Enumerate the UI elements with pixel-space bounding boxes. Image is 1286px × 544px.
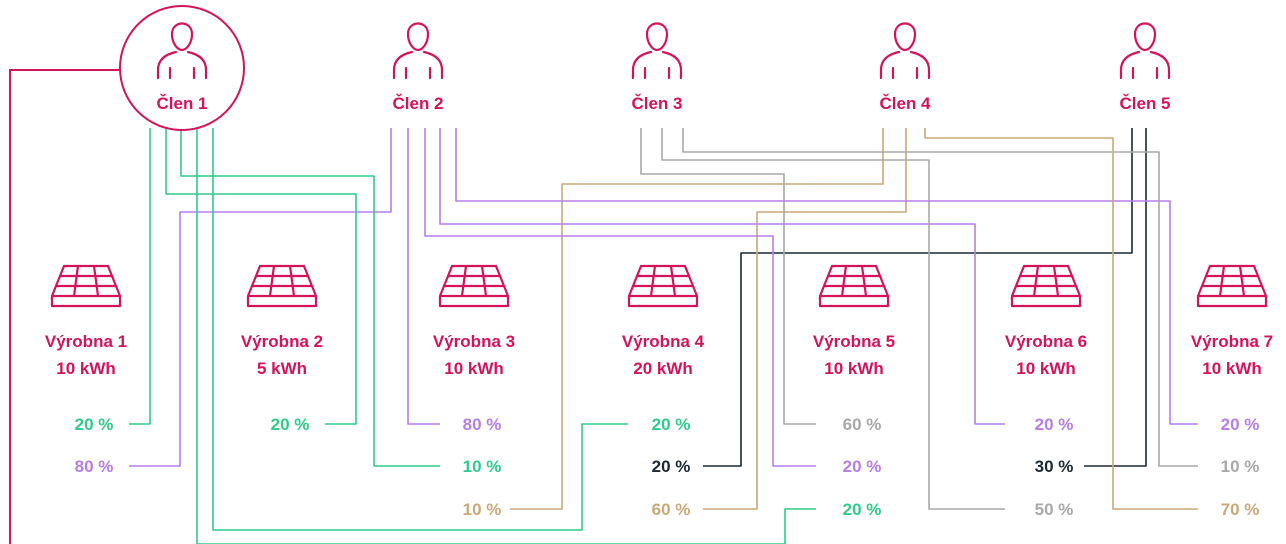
- person-icon: [631, 22, 683, 80]
- allocation-wire: [661, 128, 1005, 510]
- allocation-percent: 10 %: [1221, 457, 1260, 476]
- plant-name: Výrobna 2: [241, 332, 323, 351]
- person-icon: [879, 22, 931, 80]
- allocation-percent: 50 %: [1035, 500, 1074, 519]
- member-name: Člen 4: [879, 94, 931, 113]
- plant-capacity: 10 kWh: [444, 359, 504, 378]
- member-node: Člen 3: [631, 22, 683, 113]
- allocation-percent: 80 %: [463, 415, 502, 434]
- allocation-percent: 70 %: [1221, 500, 1260, 519]
- solar-panel-icon: [627, 264, 699, 308]
- allocation-wire: [180, 128, 440, 467]
- plant-name: Výrobna 7: [1191, 332, 1273, 351]
- member-name: Člen 5: [1119, 94, 1170, 113]
- connection-wires: [9, 69, 1198, 544]
- plant-capacity: 20 kWh: [633, 359, 693, 378]
- plant-node: Výrobna 5 10 kWh: [813, 264, 895, 378]
- allocation-wire: [212, 128, 628, 531]
- member1-wire: [9, 69, 124, 544]
- plant-node: Výrobna 1 10 kWh: [45, 264, 127, 378]
- allocation-percent: 20 %: [1221, 415, 1260, 434]
- plant-name: Výrobna 6: [1005, 332, 1087, 351]
- allocation-percent: 20 %: [1035, 415, 1074, 434]
- member-node: Člen 5: [1119, 22, 1171, 113]
- allocation-wire: [129, 128, 392, 467]
- allocation-wire: [640, 128, 816, 425]
- allocation-wire: [439, 128, 1005, 425]
- solar-panel-icon: [1010, 264, 1082, 308]
- member-name: Člen 3: [631, 94, 682, 113]
- person-icon: [156, 22, 208, 80]
- allocation-wire: [129, 128, 151, 425]
- allocation-wire: [407, 128, 440, 425]
- allocation-percent: 10 %: [463, 500, 502, 519]
- solar-panel-icon: [818, 264, 890, 308]
- solar-panel-icon: [246, 264, 318, 308]
- plant-capacity: 10 kWh: [1202, 359, 1262, 378]
- allocation-wire: [703, 128, 1133, 467]
- allocation-wire: [924, 128, 1198, 510]
- plant-name: Výrobna 1: [45, 332, 127, 351]
- allocation-wire: [703, 128, 907, 510]
- solar-panel-icon: [1196, 264, 1268, 308]
- plant-capacity: 5 kWh: [257, 359, 307, 378]
- allocation-wire: [455, 128, 1198, 425]
- allocation-percent: 20 %: [75, 415, 114, 434]
- member-node: Člen 1: [119, 5, 245, 131]
- allocation-percent: 20 %: [652, 415, 691, 434]
- plant-node: Výrobna 3 10 kWh: [433, 264, 515, 378]
- plant-node: Výrobna 2 5 kWh: [241, 264, 323, 378]
- solar-panel-icon: [50, 264, 122, 308]
- plant-node: Výrobna 4 20 kWh: [622, 264, 705, 378]
- allocation-wire: [196, 128, 816, 544]
- plant-capacity: 10 kWh: [1016, 359, 1076, 378]
- member-name: Člen 1: [156, 94, 207, 113]
- member-highlight-ring: [119, 5, 245, 131]
- plant-capacity: 10 kWh: [824, 359, 884, 378]
- plant-node: Výrobna 7 10 kWh: [1191, 264, 1273, 378]
- allocation-percent: 20 %: [843, 500, 882, 519]
- allocation-percent: 30 %: [1035, 457, 1074, 476]
- allocation-percent: 10 %: [463, 457, 502, 476]
- person-icon: [1119, 22, 1171, 80]
- plant-capacity: 10 kWh: [56, 359, 116, 378]
- solar-panel-icon: [438, 264, 510, 308]
- allocation-wire: [1084, 128, 1147, 467]
- allocation-percent: 80 %: [75, 457, 114, 476]
- allocation-wire: [165, 128, 357, 425]
- allocation-labels: 20 % 80 % 20 % 80 % 10 % 10 % 20 % 20 % 60 % 60 %…: [75, 415, 1260, 519]
- member-name: Člen 2: [392, 94, 443, 113]
- member-node: Člen 4: [879, 22, 931, 113]
- plant-name: Výrobna 3: [433, 332, 515, 351]
- allocation-percent: 20 %: [652, 457, 691, 476]
- plants-row: Výrobna 1 10 kWh Výrobna 2 5 kWh Výrobna 3 10…: [45, 264, 1273, 378]
- allocation-percent: 60 %: [843, 415, 882, 434]
- plant-name: Výrobna 4: [622, 332, 705, 351]
- allocation-percent: 20 %: [271, 415, 310, 434]
- plant-node: Výrobna 6 10 kWh: [1005, 264, 1087, 378]
- allocation-wire: [510, 128, 884, 510]
- member-node: Člen 2: [392, 22, 444, 113]
- person-icon: [392, 22, 444, 80]
- plant-name: Výrobna 5: [813, 332, 895, 351]
- members-row: Člen 1 Člen 2 Člen 3 Člen 4 Člen 5: [119, 5, 1171, 131]
- allocation-percent: 60 %: [652, 500, 691, 519]
- allocation-wire: [424, 128, 816, 467]
- allocation-wire: [682, 128, 1198, 467]
- allocation-percent: 20 %: [843, 457, 882, 476]
